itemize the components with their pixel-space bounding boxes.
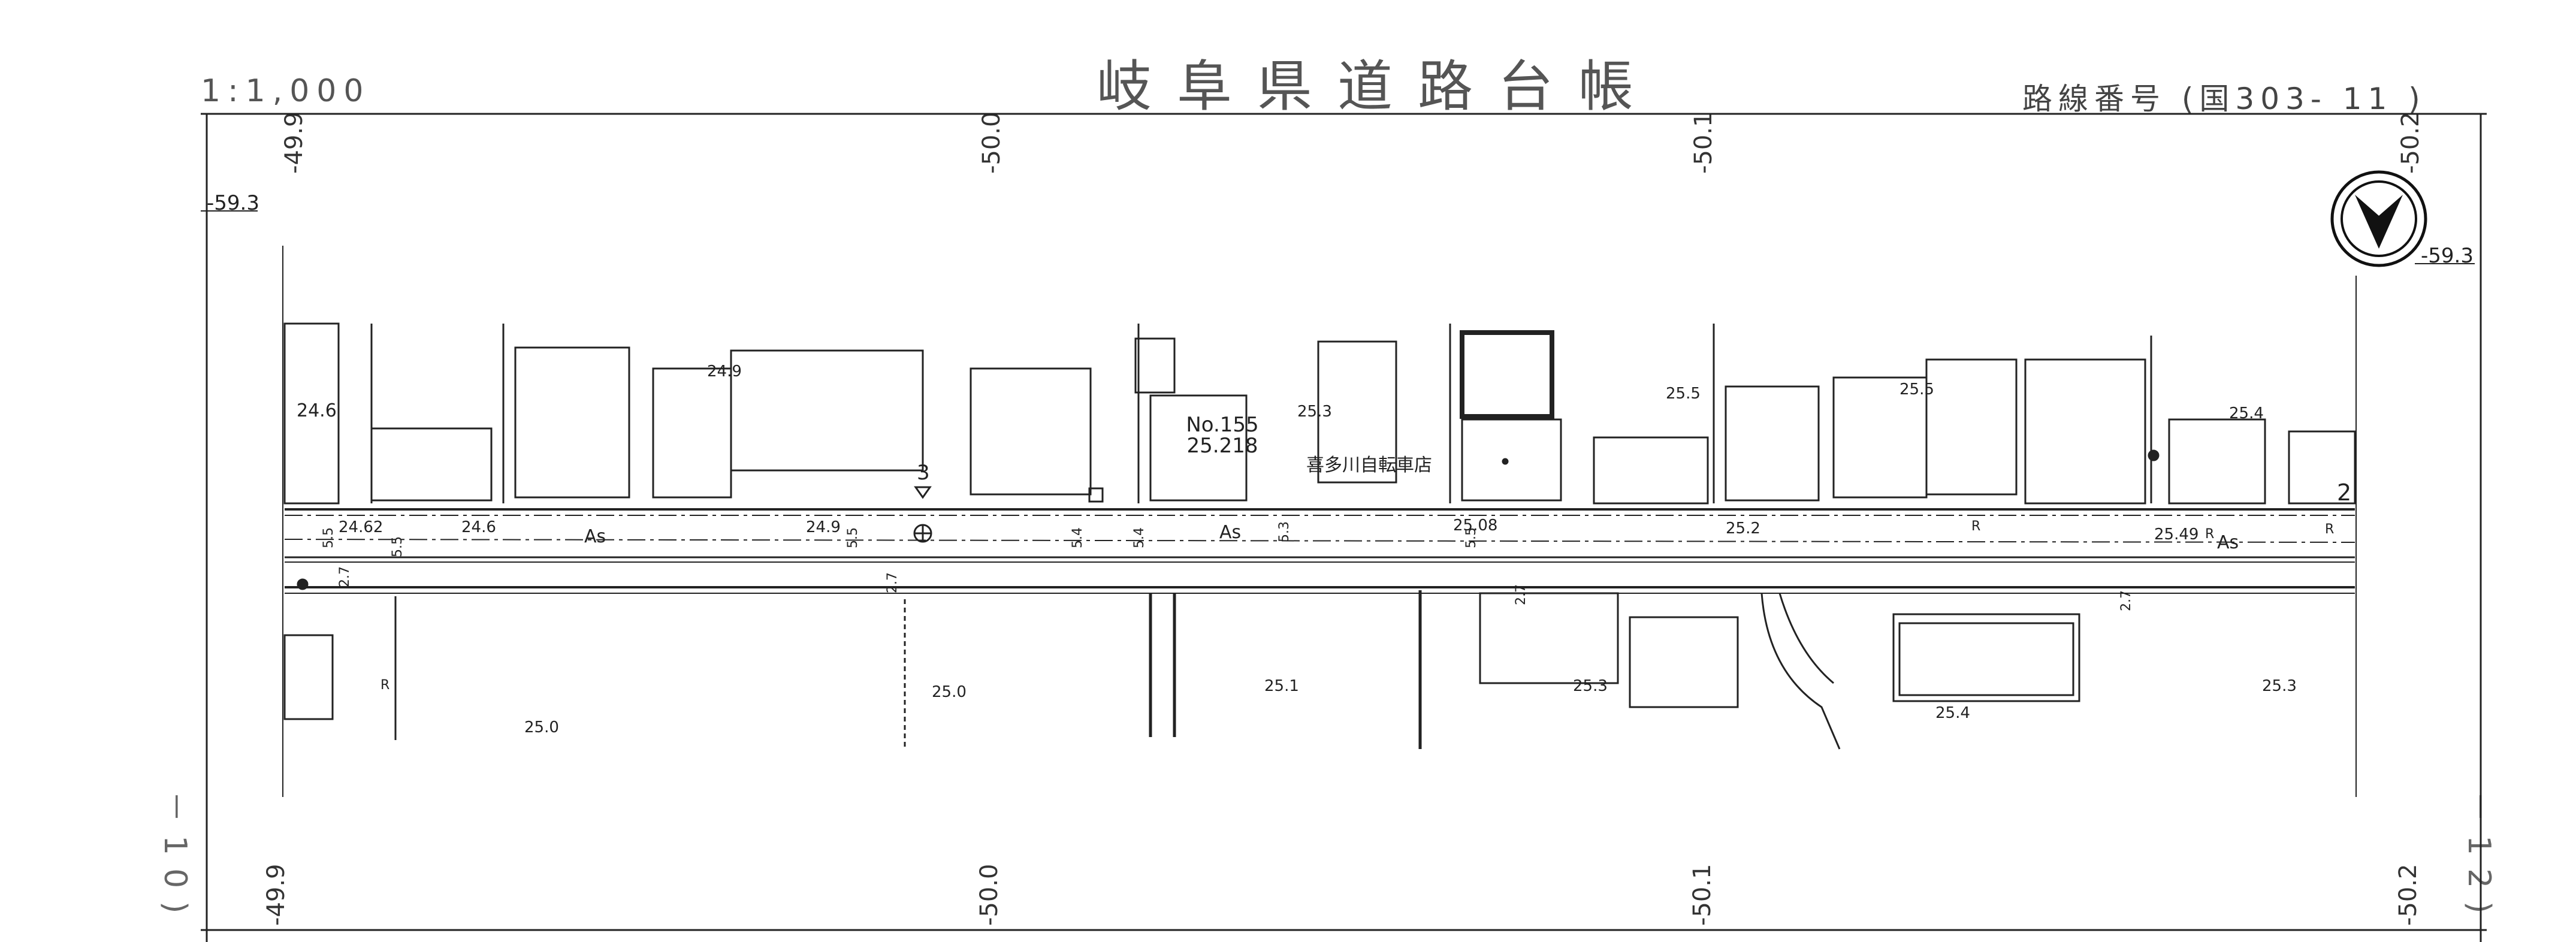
map-scale: 1:1,000 [201,73,371,109]
width-label: 5.5 [321,527,336,548]
survey-points [297,449,2160,590]
page-title: 岐阜県道路台帳 [1097,55,1659,119]
shop-name: 喜多川自転車店 [1306,455,1432,476]
elevation-label: 25.49 [2154,526,2198,544]
elevation-label: 25.08 [1453,517,1497,535]
elevation-label: 25.2 [1726,520,1760,538]
width-label: 5.5 [1464,527,1479,548]
map-labels: No.155 25.218 喜多川自転車店 As As As 24.6 24.6… [297,363,2351,736]
coord-y-left: -59.3 [207,191,259,215]
north-arrow-icon [2330,170,2427,267]
sheet-frame [201,113,2487,942]
width-label: 2.7 [2119,590,2134,611]
elevation-label: 25.5 [1666,385,1701,403]
width-label: 5.3 [1277,521,1292,542]
width-labels: 5.5 5.5 5.5 5.4 5.4 5.3 5.5 2.7 2.7 2.7 … [321,521,2134,611]
elevation-label: 25.0 [524,718,559,736]
route-number: 路線番号 (国303- 11 ) [2022,81,2426,116]
elevation-label: 25.3 [2262,677,2297,695]
marker-label: R [1971,519,1980,534]
width-label: 2.7 [885,572,900,593]
north-buildings [283,322,2356,505]
elevation-label: 25.3 [1573,677,1608,695]
coord-y-right: -59.3 [2421,244,2474,268]
surface-label: As [2217,532,2239,553]
width-label: 5.4 [1132,527,1147,548]
elevation-label: 24.9 [707,363,742,381]
elevation-label: 24.62 [339,518,383,536]
benchmark-number: No.155 [1186,413,1258,437]
elevation-label: 25.3 [1297,403,1332,421]
elevation-label: 25.4 [1935,704,1970,722]
elevation-label: 24.6 [297,400,337,421]
width-label: 5.4 [1070,527,1085,548]
benchmark-elevation: 25.218 [1187,434,1258,458]
width-label: 2.7 [337,566,352,587]
marker-label: R [2205,527,2214,542]
marker-label: 3 [917,461,930,485]
width-label: 5.5 [845,527,860,548]
elevation-label: 24.6 [461,518,496,536]
marker-label: R [380,678,389,693]
elevation-label: 25.0 [932,683,967,701]
elevation-label: 25.4 [2229,404,2264,422]
surface-label: As [584,526,606,547]
south-buildings [283,590,2080,750]
elevation-label: 25.1 [1264,677,1299,695]
main-road [284,508,2355,594]
marker-label: R [2325,522,2334,537]
elevation-label: 24.9 [806,518,841,536]
elevation-label: 25.5 [1899,381,1934,398]
width-label: 5.5 [390,536,405,557]
surface-label: As [1219,522,1241,543]
width-label: 2.7 [1514,584,1529,605]
marker-label: 2 [2337,479,2351,506]
